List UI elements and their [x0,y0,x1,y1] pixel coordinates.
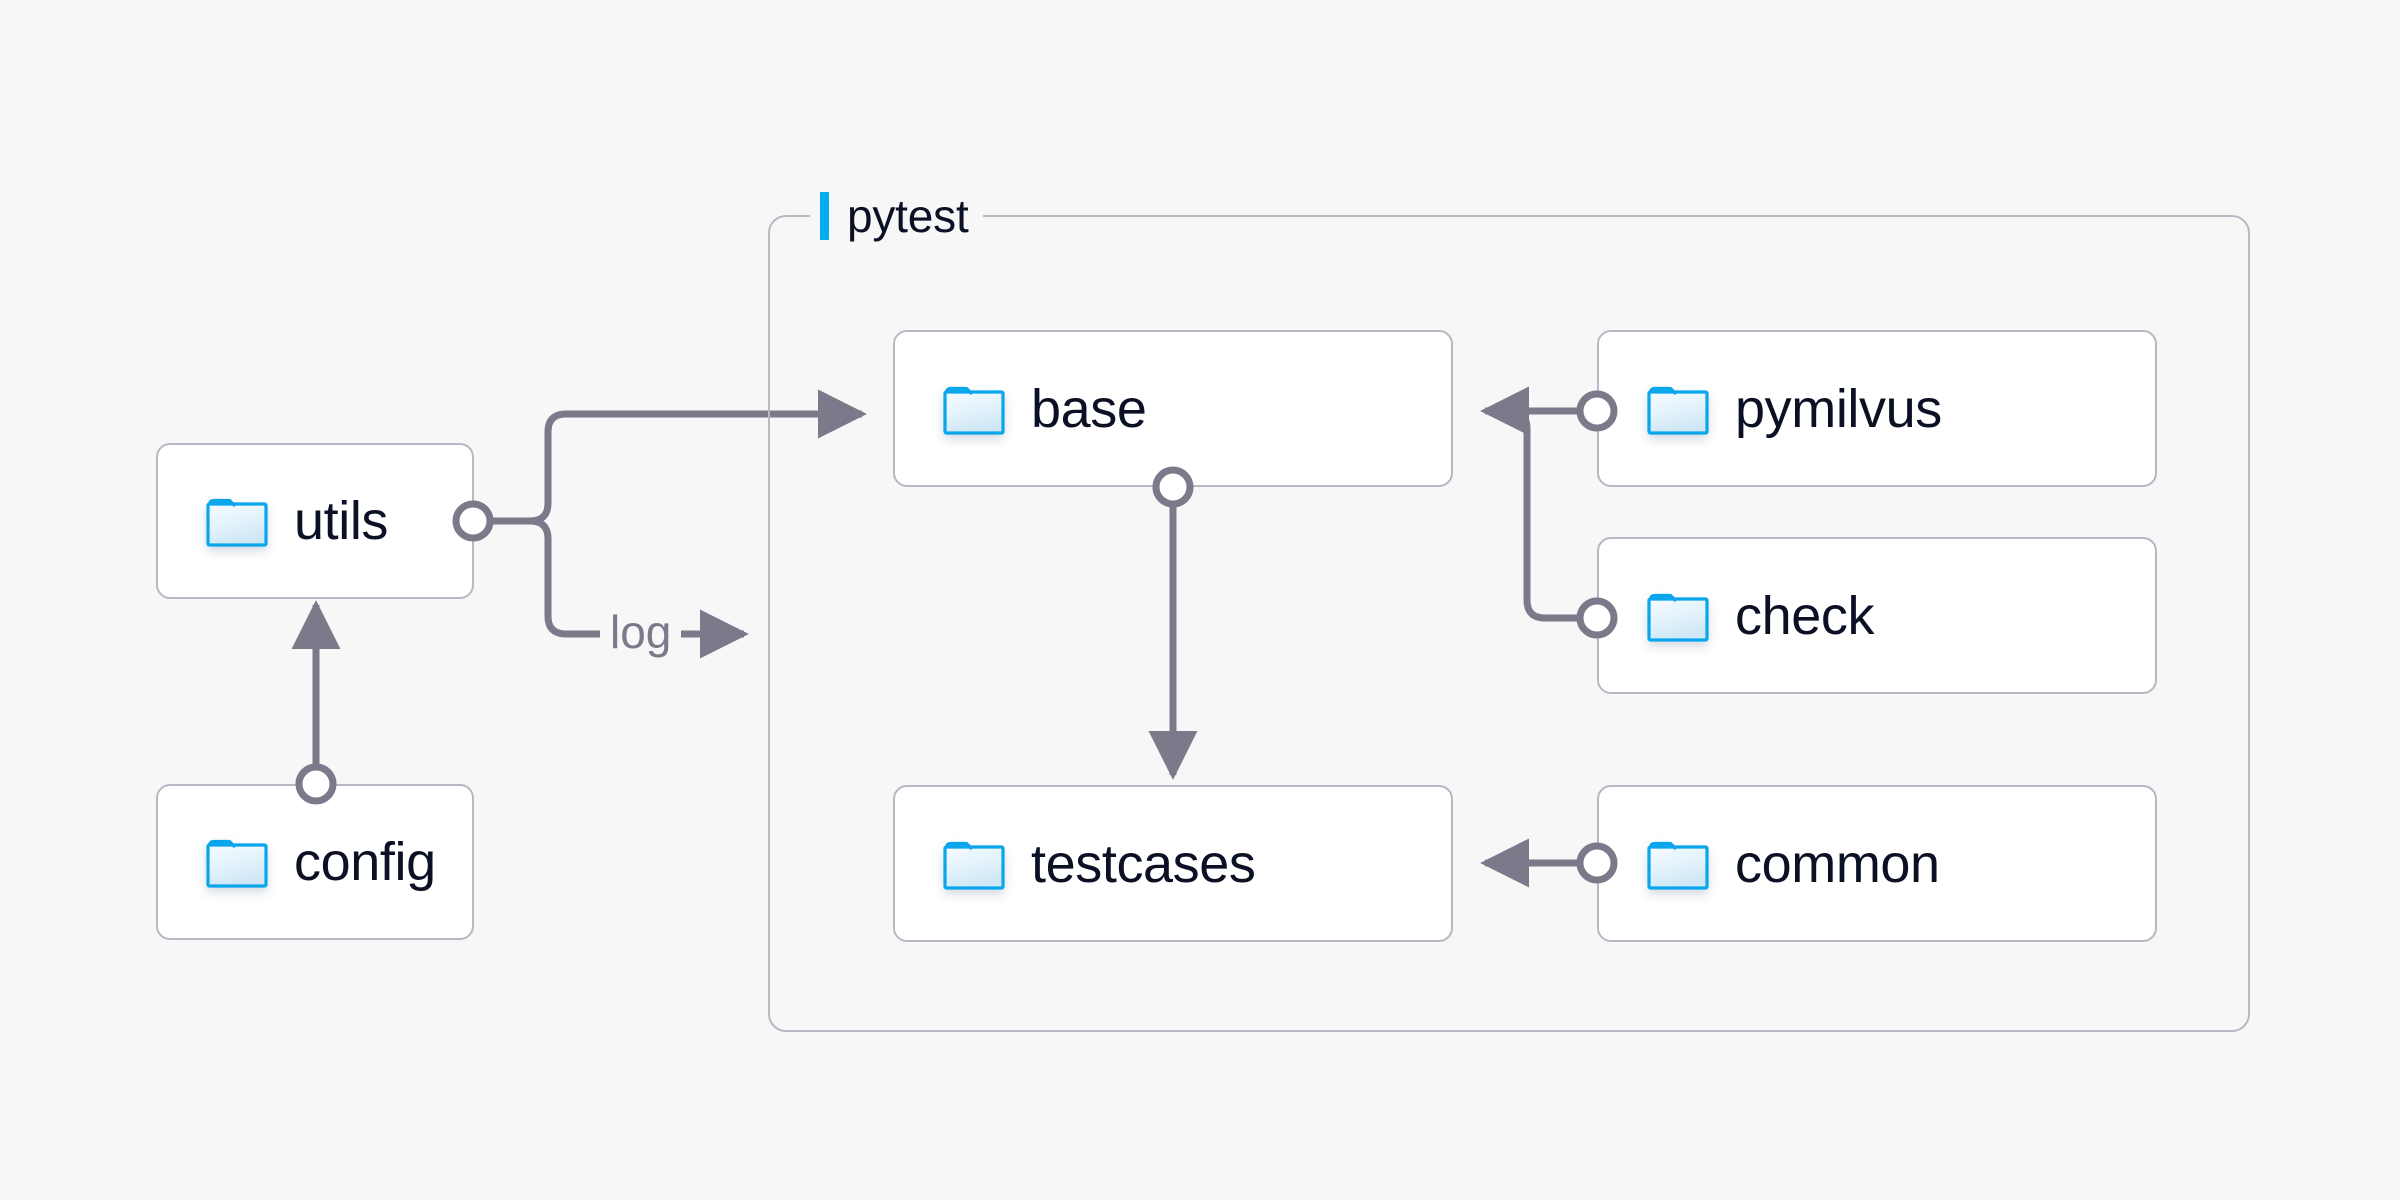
node-config[interactable]: config [156,784,474,940]
node-label: check [1735,585,1875,646]
edge-label-log: log [600,609,682,655]
connector-dot-common-left[interactable] [1576,842,1618,884]
node-label: config [294,832,436,892]
node-utils[interactable]: utils [156,443,474,599]
folder-icon [1647,383,1709,435]
folder-icon [1647,838,1709,890]
group-pytest[interactable] [768,215,2250,1032]
group-pytest-title: pytest [810,188,983,244]
group-accent-bar [820,192,829,240]
connector-dot-pymilvus-left[interactable] [1576,390,1618,432]
folder-icon [943,838,1005,890]
node-label: base [1031,378,1147,439]
connector-dot-utils-right[interactable] [452,500,494,542]
connector-dot-base-bottom[interactable] [1152,466,1194,508]
node-pymilvus[interactable]: pymilvus [1597,330,2157,487]
node-base[interactable]: base [893,330,1453,487]
connector-dot-check-left[interactable] [1576,597,1618,639]
node-check[interactable]: check [1597,537,2157,694]
folder-icon [1647,590,1709,642]
node-label: utils [294,491,389,551]
node-testcases[interactable]: testcases [893,785,1453,942]
folder-icon [943,383,1005,435]
connector-dot-config-top[interactable] [295,763,337,805]
node-label: testcases [1031,833,1256,894]
group-title-label: pytest [847,190,969,242]
folder-icon [206,495,268,547]
node-label: common [1735,833,1940,894]
node-label: pymilvus [1735,378,1942,439]
folder-icon [206,836,268,888]
node-common[interactable]: common [1597,785,2157,942]
